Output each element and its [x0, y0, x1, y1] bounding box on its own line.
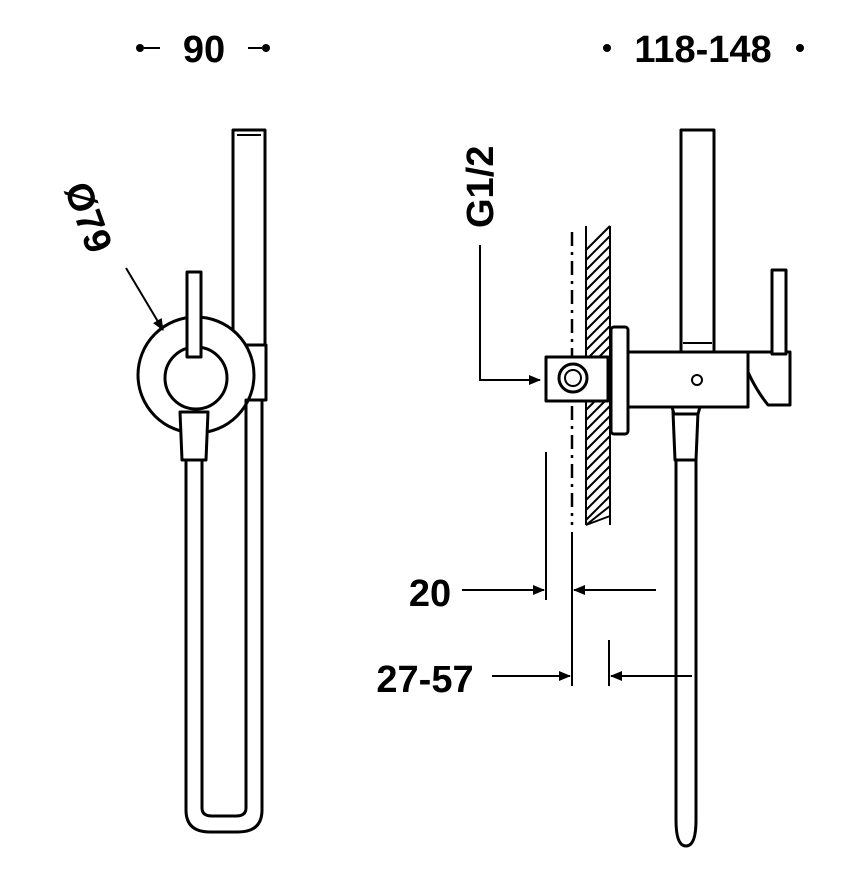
front-hose — [184, 398, 264, 834]
wall-hatch-line — [585, 235, 611, 261]
side-valve-body — [626, 350, 750, 409]
wall-hatch-line — [585, 265, 611, 291]
wall-hatch-line — [585, 325, 611, 351]
side-hose-connector — [671, 410, 700, 462]
wall-hatch-line — [585, 435, 611, 461]
front-hose-connector — [178, 410, 210, 462]
side-hand-shower — [679, 128, 716, 354]
wall-offset-dimension: 27-57 — [376, 640, 692, 701]
side-projection-dimension: 118-148 — [603, 29, 804, 71]
front-lever — [185, 270, 203, 359]
wall-hatch-line — [585, 405, 611, 431]
thread-arrow — [479, 245, 541, 385]
flange-diameter-label: Ø79 — [56, 177, 120, 259]
wall-hatch-line — [585, 295, 611, 321]
flange-diameter-arrow — [125, 267, 164, 331]
wall-offset-label: 27-57 — [376, 659, 473, 701]
flange-depth-dimension: 20 — [409, 452, 656, 686]
wall-hatch-line — [585, 225, 611, 251]
wall-hatch-line — [585, 445, 611, 471]
wall-hatch-line — [585, 475, 611, 501]
side-lever — [770, 268, 788, 356]
wall-hatch-line — [585, 245, 611, 271]
wall-hatch-line — [585, 495, 611, 521]
wall-hatch-line — [585, 505, 611, 526]
wall-hatch-line — [585, 275, 611, 301]
flange-depth-label: 20 — [409, 573, 451, 615]
wall-hatch-line — [585, 415, 611, 441]
wall-section — [585, 225, 611, 526]
wall-hatch-line — [585, 515, 611, 526]
wall-hatch-line — [585, 255, 611, 281]
wall-hatch-line — [585, 305, 611, 331]
side-hose — [674, 458, 698, 848]
wall-hatch-line — [585, 455, 611, 481]
wall-hatch-line — [585, 285, 611, 311]
front-width-dimension: 90 — [136, 29, 270, 71]
wall-hatch-line — [585, 485, 611, 511]
front-view: 90 Ø79 — [56, 29, 270, 834]
side-lever-base — [746, 350, 792, 407]
side-flange — [609, 325, 630, 436]
front-width-label: 90 — [183, 29, 225, 71]
wall-hatch-line — [585, 425, 611, 451]
wall-hatch-line — [585, 465, 611, 491]
front-hand-shower — [231, 128, 267, 352]
wall-hatch-line — [585, 315, 611, 341]
side-projection-label: 118-148 — [634, 29, 771, 71]
side-view: 118-148 G1/2 — [376, 29, 804, 848]
thread-label: G1/2 — [460, 146, 502, 228]
